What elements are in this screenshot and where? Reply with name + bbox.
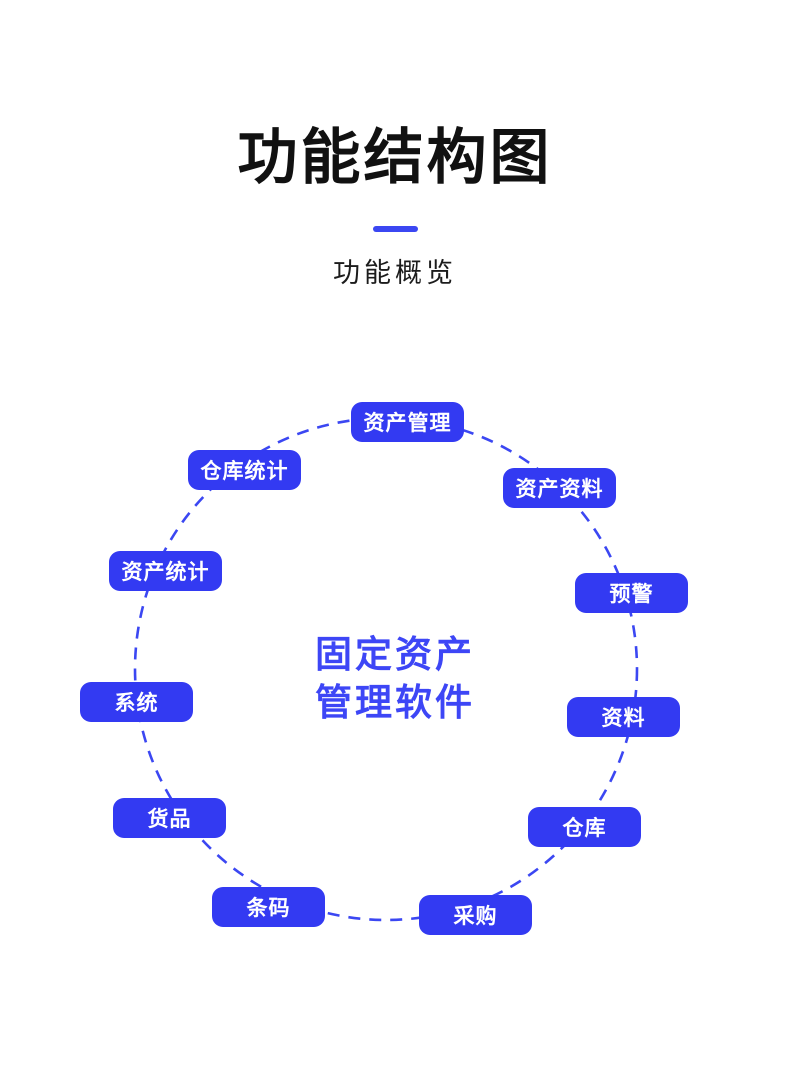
node-asset-data: 资产资料 [503, 468, 616, 508]
node-system: 系统 [80, 682, 193, 722]
node-goods: 货品 [113, 798, 226, 838]
center-label-line1: 固定资产 [315, 634, 475, 675]
title-divider [373, 226, 418, 232]
node-warehouse: 仓库 [528, 807, 641, 847]
node-asset-management: 资产管理 [351, 402, 464, 442]
node-data: 资料 [567, 697, 680, 737]
page-subtitle: 功能概览 [333, 258, 457, 288]
center-label-line2: 管理软件 [315, 682, 475, 723]
node-warehouse-statistics: 仓库统计 [188, 450, 301, 490]
node-asset-statistics: 资产统计 [109, 551, 222, 591]
node-purchase: 采购 [419, 895, 532, 935]
node-barcode: 条码 [212, 887, 325, 927]
diagram-center-label: 固定资产 管理软件 [0, 631, 790, 727]
page-title: 功能结构图 [237, 124, 553, 191]
node-alert: 预警 [575, 573, 688, 613]
